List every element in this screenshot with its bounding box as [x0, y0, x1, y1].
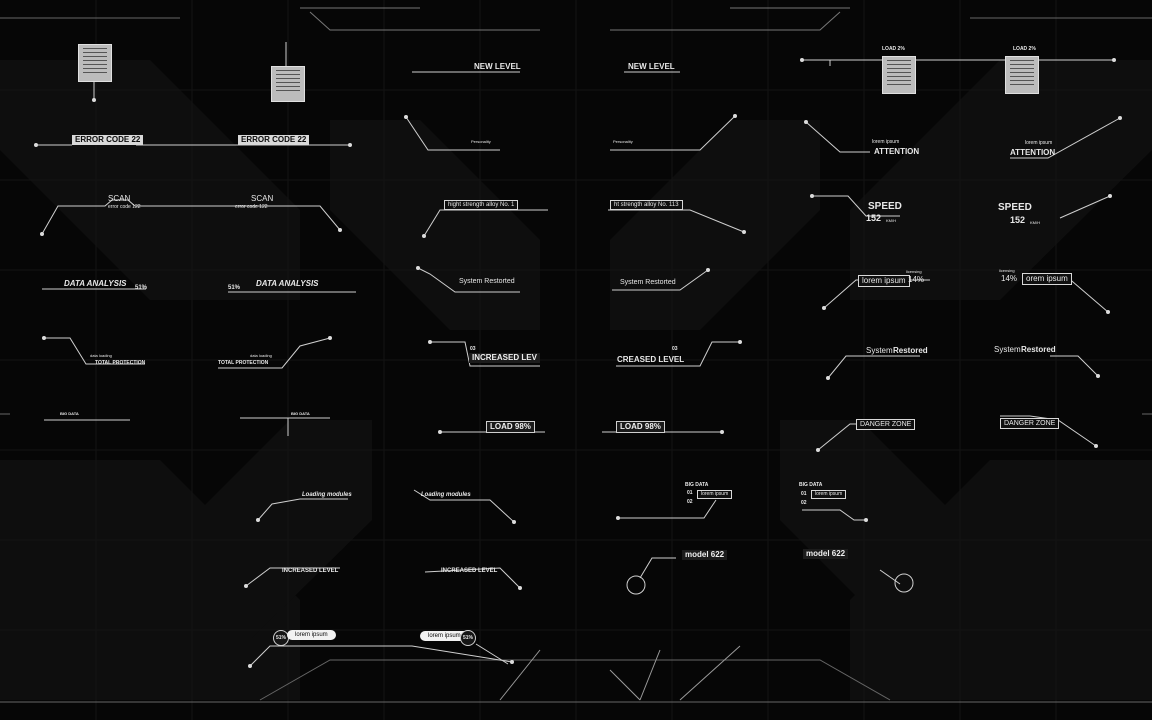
- percent-badge-2: 51%: [460, 630, 476, 646]
- creased-level-label: CREASED LEVEL: [617, 355, 685, 364]
- list-02-2: 02: [801, 500, 807, 506]
- increased-level-label-2: INCREASED LEVEL: [441, 568, 498, 574]
- speed-value-1: 152: [866, 213, 882, 223]
- list-item-lorem-1: lorem ipsum: [697, 490, 733, 499]
- model-622-label-1: model 622: [682, 550, 728, 560]
- system-word-1: System: [866, 346, 893, 355]
- load-2-label-2: LOAD 2%: [1013, 46, 1036, 52]
- loading-modules-label-1: Loading modules: [302, 492, 352, 498]
- total-protection-label-2: TOTAL PROTECTION: [218, 360, 269, 366]
- error-code-label-2: ERROR CODE 22: [238, 135, 310, 145]
- speed-unit-1: KM/H: [886, 218, 896, 223]
- system-restorted-label-1: System Restorted: [459, 278, 515, 285]
- percent-14-label-1: 14%: [908, 275, 925, 284]
- screen-thumbnail-4: [1005, 56, 1039, 94]
- number-03-1: 03: [470, 346, 476, 352]
- scan-sub-2: error code 122: [235, 204, 268, 210]
- new-level-title-2: NEW LEVEL: [628, 62, 675, 71]
- speed-unit-2: KM/H: [1030, 220, 1040, 225]
- attention-title-2: ATTENTION: [1010, 148, 1056, 157]
- screen-thumbnail-1: [78, 44, 112, 82]
- restored-word-1: Restored: [893, 346, 928, 355]
- lorem-pill-1: lorem ipsum: [287, 630, 336, 640]
- big-data-label-3: BIG DATA: [685, 482, 709, 488]
- data-analysis-percent-1: 51%: [135, 285, 148, 291]
- list-01-1: 01: [687, 490, 693, 496]
- orem-ipsum-box: orem ipsum: [1022, 273, 1072, 285]
- list-02-1: 02: [687, 499, 693, 505]
- speed-title-2: SPEED: [998, 202, 1032, 213]
- personality-label-2: Personality: [613, 139, 633, 144]
- screen-thumbnail-2: [271, 66, 305, 102]
- loading-modules-label-2: Loading modules: [421, 492, 471, 498]
- list-item-lorem-2: lorem ipsum: [811, 490, 847, 499]
- personality-label-1: Personality: [471, 139, 491, 144]
- alloy-label-left: hight strength alloy No. 1: [444, 200, 519, 210]
- screen-thumbnail-3: [882, 56, 916, 94]
- lorem-pill-2: lorem ipsum: [420, 631, 469, 641]
- licensing-label-2: licensing: [999, 268, 1015, 273]
- big-data-label-4: BIG DATA: [799, 482, 823, 488]
- speed-title-1: SPEED: [868, 201, 902, 212]
- licensing-label-1: licensing: [906, 269, 922, 274]
- speed-value-2: 152: [1010, 215, 1026, 225]
- model-622-label-2: model 622: [803, 549, 849, 559]
- new-level-title-1: NEW LEVEL: [474, 62, 521, 71]
- scan-title-1: SCAN: [108, 194, 131, 203]
- danger-zone-label-2: DANGER ZONE: [1000, 418, 1060, 429]
- alloy-label-right: ht strength alloy No. 113: [610, 200, 683, 210]
- lorem-box-r1: lorem ipsum: [858, 275, 910, 287]
- data-analysis-title-1: DATA ANALYSIS: [64, 279, 127, 288]
- load-98-label-1: LOAD 98%: [486, 421, 535, 433]
- load-98-label-2: LOAD 98%: [616, 421, 665, 433]
- load-2-label-1: LOAD 2%: [882, 46, 905, 52]
- system-restorted-label-2: System Restorted: [620, 279, 676, 286]
- increased-level-label-1: INCREASED LEVEL: [282, 568, 339, 574]
- system-word-2: System: [994, 345, 1021, 354]
- danger-zone-label-1: DANGER ZONE: [856, 419, 916, 430]
- big-data-label-2: BIG DATA: [291, 411, 310, 416]
- data-loading-label-2: data loading: [250, 353, 272, 358]
- restored-word-2: Restored: [1021, 345, 1056, 354]
- scan-sub-1: error code 122: [108, 204, 141, 210]
- total-protection-label-1: TOTAL PROTECTION: [95, 360, 146, 366]
- number-03-2: 03: [672, 346, 678, 352]
- percent-14-label-2: 14%: [1001, 274, 1018, 283]
- data-analysis-percent-2: 51%: [228, 285, 241, 291]
- data-loading-label-1: data loading: [90, 353, 112, 358]
- scan-title-2: SCAN: [251, 194, 274, 203]
- increased-lev-label: INCREASED LEV: [469, 353, 540, 363]
- data-analysis-title-2: DATA ANALYSIS: [256, 279, 319, 288]
- attention-sub-1: lorem ipsum: [872, 139, 900, 145]
- attention-sub-2: lorem ipsum: [1025, 140, 1053, 146]
- error-code-label-1: ERROR CODE 22: [72, 135, 144, 145]
- list-01-2: 01: [801, 491, 807, 497]
- attention-title-1: ATTENTION: [874, 147, 920, 156]
- big-data-label-1: BIG DATA: [60, 411, 79, 416]
